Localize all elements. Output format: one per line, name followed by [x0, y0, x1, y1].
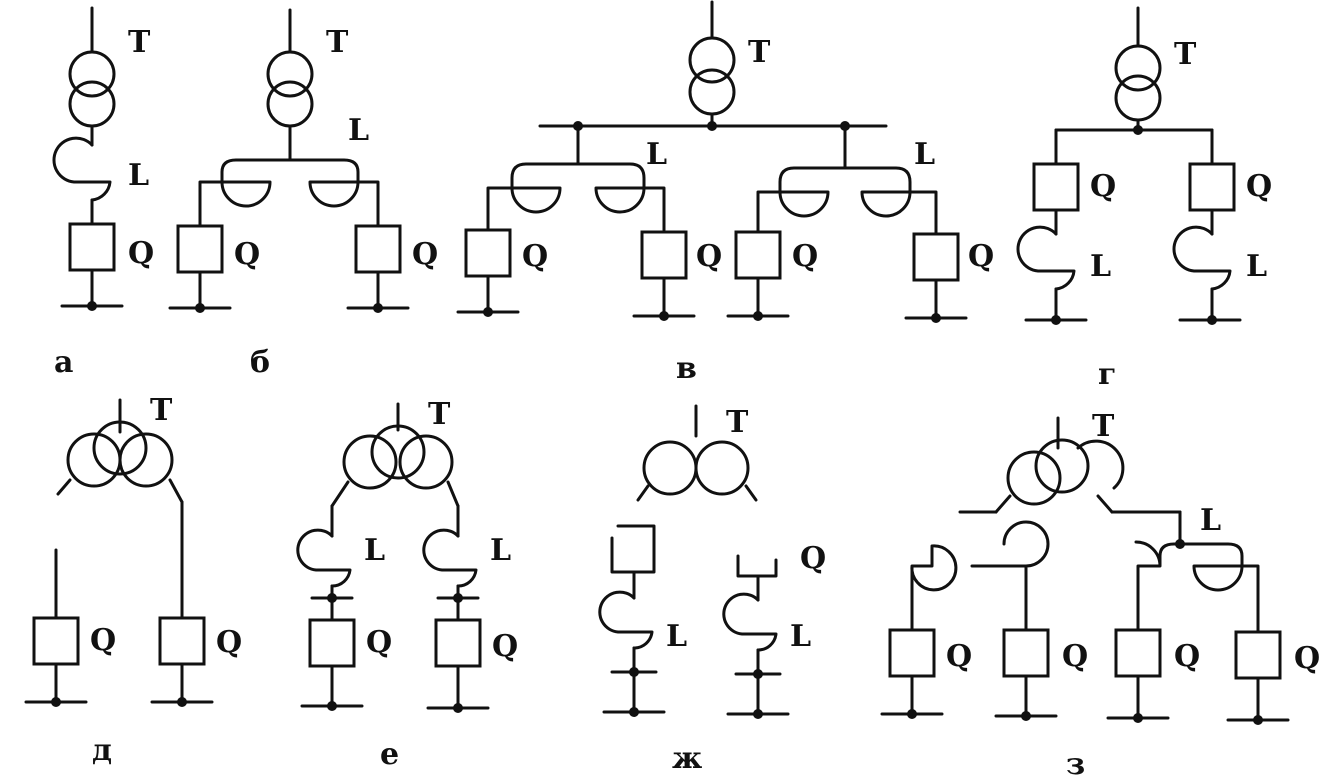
breaker-label: Q	[366, 625, 392, 660]
breaker-icon	[464, 228, 512, 278]
breaker-icon	[736, 554, 778, 578]
breaker-label: Q	[216, 625, 242, 660]
scheme-zh: T Q L L ж	[598, 404, 826, 776]
caption-v: в	[676, 351, 697, 386]
reactor-icon	[910, 544, 958, 632]
breaker-label: Q	[90, 623, 116, 658]
breaker-icon	[640, 230, 688, 280]
caption-a: а	[54, 345, 73, 380]
breaker-label: Q	[1294, 641, 1320, 676]
breaker-icon	[176, 224, 224, 274]
scheme-z: T L Q Q Q Q з	[880, 409, 1320, 778]
transformer-label: T	[726, 405, 749, 440]
breaker-icon	[912, 232, 960, 282]
split-reactor-icon	[756, 166, 938, 254]
reactor-label: L	[1200, 503, 1221, 538]
scheme-v: T L L Q Q Q Q в	[456, 0, 994, 386]
breaker-label: Q	[1090, 169, 1116, 204]
transformer-label: T	[748, 35, 771, 70]
reactor-icon	[598, 590, 654, 650]
breaker-icon	[354, 224, 402, 274]
reactor-label: L	[646, 137, 667, 172]
breaker-icon	[434, 618, 482, 668]
reactor-icon	[52, 136, 112, 202]
reactor-icon	[1016, 225, 1076, 291]
split-reactor-icon	[486, 162, 666, 250]
reactor-label: L	[348, 113, 369, 148]
reactor-label: L	[666, 619, 687, 654]
breaker-label: Q	[1246, 169, 1272, 204]
transformer-label: T	[428, 397, 451, 432]
breaker-label: Q	[492, 629, 518, 664]
reactor-label: L	[790, 619, 811, 654]
breaker-icon	[158, 616, 206, 666]
transformer-winding-icon	[68, 80, 116, 128]
breaker-icon	[1234, 630, 1282, 680]
breaker-label: Q	[968, 239, 994, 274]
caption-e: е	[380, 737, 399, 772]
breaker-label: Q	[412, 237, 438, 272]
breaker-label: Q	[522, 239, 548, 274]
breaker-icon	[1114, 628, 1162, 678]
breaker-label: Q	[1062, 639, 1088, 674]
reactor-label: L	[490, 533, 511, 568]
breaker-icon	[68, 222, 116, 272]
transformer-label: T	[326, 25, 349, 60]
breaker-label: Q	[1174, 639, 1200, 674]
reactor-label: L	[1090, 249, 1111, 284]
reactor-icon	[296, 528, 352, 588]
breaker-icon	[734, 230, 782, 280]
breaker-icon	[32, 616, 80, 666]
reactor-icon	[970, 520, 1050, 632]
scheme-g: T Q Q L L г	[1016, 6, 1272, 392]
breaker-label: Q	[234, 237, 260, 272]
breaker-label: Q	[800, 541, 826, 576]
transformer-label: T	[1092, 409, 1115, 444]
caption-z: з	[1066, 747, 1085, 778]
scheme-e: T L L Q Q е	[296, 397, 518, 772]
breaker-icon	[1188, 162, 1236, 212]
transformer-label: T	[1174, 37, 1197, 72]
breaker-icon	[1002, 628, 1050, 678]
reactor-label: L	[128, 158, 149, 193]
split-reactor-icon	[1134, 540, 1260, 634]
scheme-b: T L Q Q б	[168, 8, 438, 380]
transformer-label: T	[128, 25, 151, 60]
breaker-label: Q	[128, 236, 154, 271]
caption-g: г	[1098, 357, 1116, 392]
reactor-label: L	[1246, 249, 1267, 284]
caption-zh: ж	[672, 741, 702, 776]
reactor-icon	[1172, 225, 1232, 291]
caption-d: д	[92, 733, 112, 768]
breaker-label: Q	[946, 639, 972, 674]
reactor-icon	[722, 592, 778, 652]
scheme-d: T Q Q д	[24, 393, 242, 768]
transformer-label: T	[150, 393, 173, 428]
transformer-winding-icon	[68, 50, 116, 98]
reactor-icon	[422, 528, 478, 588]
split-reactor-icon	[198, 158, 380, 250]
reactor-label: L	[364, 533, 385, 568]
reactor-label: L	[914, 137, 935, 172]
breaker-label: Q	[696, 239, 722, 274]
breaker-icon	[610, 524, 656, 574]
breaker-icon	[888, 628, 936, 678]
breaker-icon	[308, 618, 356, 668]
breaker-icon	[1032, 162, 1080, 212]
breaker-label: Q	[792, 239, 818, 274]
caption-b: б	[250, 345, 270, 380]
scheme-a: T L Q а	[52, 6, 154, 380]
